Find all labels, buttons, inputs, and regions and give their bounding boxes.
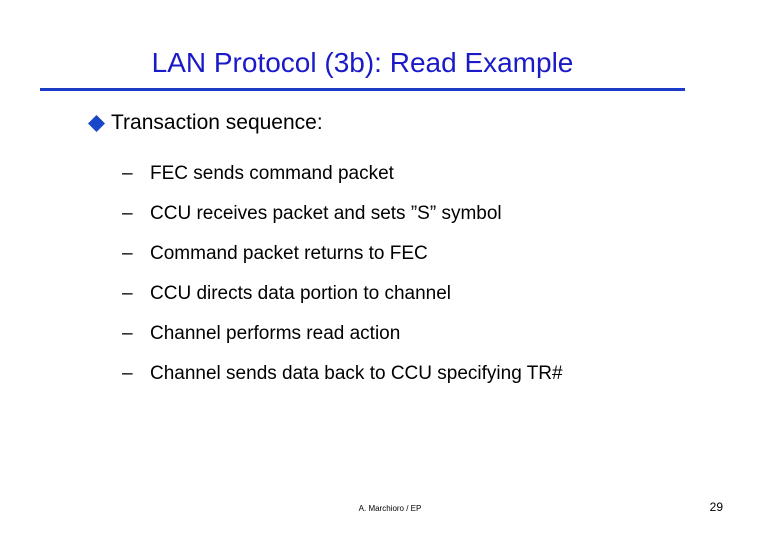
list-item: – Channel sends data back to CCU specify… xyxy=(0,354,780,394)
dash-marker-icon: – xyxy=(122,203,133,224)
list-item-label: Channel performs read action xyxy=(150,323,401,344)
footer-page-number: 29 xyxy=(709,500,723,514)
list-item: – Channel performs read action xyxy=(0,314,780,354)
list-item: – CCU directs data portion to channel xyxy=(0,274,780,314)
title-divider xyxy=(40,88,685,91)
slide-body: Transaction sequence: – FEC sends comman… xyxy=(0,108,780,388)
list-item-label: Command packet returns to FEC xyxy=(150,243,428,264)
dash-marker-icon: – xyxy=(122,323,133,344)
list-item-label: CCU directs data portion to channel xyxy=(150,283,451,304)
dash-marker-icon: – xyxy=(122,163,133,184)
dash-marker-icon: – xyxy=(122,243,133,264)
dash-marker-icon: – xyxy=(122,363,133,384)
list-item-label: FEC sends command packet xyxy=(150,163,394,184)
list-item-label: CCU receives packet and sets ”S” symbol xyxy=(150,203,502,224)
footer-author: A. Marchioro / EP xyxy=(358,504,422,513)
list-item-label: Channel sends data back to CCU specifyin… xyxy=(150,363,563,384)
diamond-bullet-icon xyxy=(88,115,105,132)
list-item: – Command packet returns to FEC xyxy=(0,234,780,274)
bullet-level1: Transaction sequence: xyxy=(0,108,780,148)
dash-marker-icon: – xyxy=(122,283,133,304)
sub-bullet-list: – FEC sends command packet – CCU receive… xyxy=(0,154,780,394)
list-item: – CCU receives packet and sets ”S” symbo… xyxy=(0,194,780,234)
page-title: LAN Protocol (3b): Read Example xyxy=(151,47,574,78)
list-item: – FEC sends command packet xyxy=(0,154,780,194)
bullet-level1-label: Transaction sequence: xyxy=(111,111,323,134)
